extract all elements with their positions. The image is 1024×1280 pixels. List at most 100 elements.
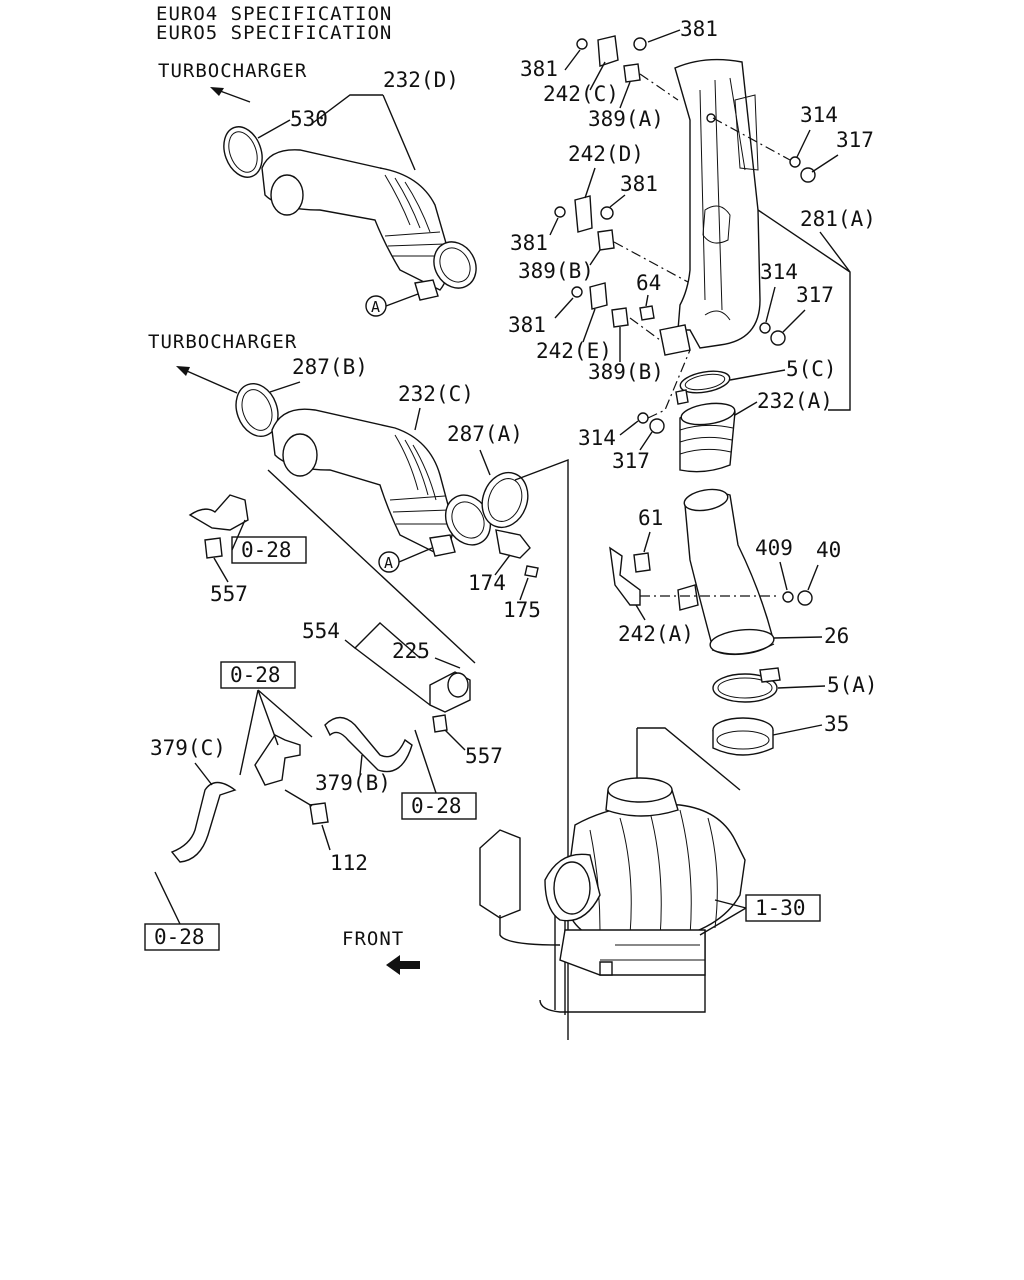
leader-225-link [267,469,476,664]
callout-26: 26 [824,624,849,648]
svg-text:0-28: 0-28 [230,663,281,687]
callout-557-upper: 557 [210,582,248,606]
nut-317-top [800,167,816,183]
clamp-287b [235,383,279,437]
callout-379b: 379(B) [315,771,391,795]
callout-242d: 242(D) [568,142,644,166]
turbocharger-label-lower: TURBOCHARGER [148,331,297,353]
hose-232d [261,149,450,291]
nut-381-mid-left [554,206,566,218]
clip-389b-lower [611,307,629,328]
nut-381-top-left [576,38,588,50]
arrow-head-icon [210,87,224,96]
washer-314-mid [759,322,771,334]
pipe-379c [170,781,237,863]
callout-281a: 281(A) [800,207,876,231]
callout-314-a: 314 [800,103,838,127]
callout-389b-upper: 389(B) [518,259,594,283]
bolt-557-lower [432,714,448,733]
callout-5a: 5(A) [827,673,878,697]
callout-381-a: 381 [680,17,718,41]
washer-409 [782,591,794,603]
callout-242e: 242(E) [536,339,612,363]
svg-text:0-28: 0-28 [411,794,462,818]
bracket-pipe [254,734,301,786]
hose-232d-inlet [433,241,477,289]
callout-242c: 242(C) [543,82,619,106]
nut-40 [797,590,813,606]
callout-242a: 242(A) [618,622,694,646]
pipe-assembly: 554 225 557 379(B) 112 379(C) 0-28 0-28 … [144,619,503,951]
callout-40: 40 [816,538,841,562]
hose-232d-port [414,279,439,301]
callout-317-c: 317 [612,449,650,473]
washer-314-top [789,156,801,168]
spec-euro4: EURO4 SPECIFICATION [156,3,392,25]
hose-232c-assembly: TURBOCHARGER 287(B) 232(C) 287(A) A [148,331,541,622]
callout-379c: 379(C) [150,736,226,760]
callout-389a: 389(A) [588,107,664,131]
ref-box-0-28-c[interactable] [401,792,477,820]
callout-64: 64 [636,271,661,295]
callout-530: 530 [290,107,328,131]
callout-554: 554 [302,619,340,643]
callout-314-b: 314 [760,260,798,284]
ref-box-1-30[interactable] [745,894,821,922]
callout-409: 409 [755,536,793,560]
duct-281a [674,58,761,349]
air-cleaner-base [559,929,706,976]
callout-557-lower: 557 [465,744,503,768]
nut-381-top-right [633,37,647,51]
washer-314-low [637,412,649,424]
bracket-242c [597,35,619,67]
duct-281a-assembly: 381 381 242(C) 389(A) 242(D) 381 381 389… [508,17,876,411]
nut-317-low [649,418,665,434]
callout-381-e: 381 [508,313,546,337]
ref-box-0-28-b[interactable] [220,661,296,689]
svg-text:0-28: 0-28 [154,925,205,949]
callout-35: 35 [824,712,849,736]
air-cleaner-assembly: 1-30 [479,727,821,1015]
clip-389a [623,63,641,83]
callout-381-c: 381 [620,172,658,196]
callout-232c: 232(C) [398,382,474,406]
callout-232d: 232(D) [383,68,459,92]
front-label: FRONT [342,928,404,950]
bracket-242e [589,282,608,310]
front-arrow-icon [386,955,420,975]
bolt-61 [633,552,651,573]
pipe-379b [324,716,413,773]
clamp-5a [712,673,778,703]
callout-381-d: 381 [510,231,548,255]
callout-389b-lower: 389(B) [588,360,664,384]
svg-text:A: A [371,298,380,316]
ref-box-0-28-d[interactable] [144,923,220,951]
clamp-287a [481,471,529,529]
clamp-530 [223,126,263,178]
callout-381-b: 381 [520,57,558,81]
sensor-174 [495,529,531,559]
ref-box-0-28-a[interactable] [231,536,307,564]
nut-381-mid-right [600,206,614,220]
mounting-bracket [479,829,521,919]
callout-225: 225 [392,639,430,663]
callout-232a: 232(A) [757,389,833,413]
callout-174: 174 [468,571,506,595]
svg-text:0-28: 0-28 [241,538,292,562]
nut-317-mid [770,330,786,346]
bracket-0-28-upper [188,494,249,531]
callout-175: 175 [503,598,541,622]
svg-text:A: A [384,554,393,572]
callout-317-a: 317 [836,128,874,152]
callout-287b: 287(B) [292,355,368,379]
leader-287a-link [514,458,569,1040]
spec-euro5: EURO5 SPECIFICATION [156,22,392,44]
hose-232c-outlet [282,433,318,477]
bolt-112 [309,802,329,825]
hose-232c [271,408,454,556]
callout-287a: 287(A) [447,422,523,446]
callout-5c: 5(C) [786,357,837,381]
callout-317-b: 317 [796,283,834,307]
clamp-5c [679,370,731,394]
